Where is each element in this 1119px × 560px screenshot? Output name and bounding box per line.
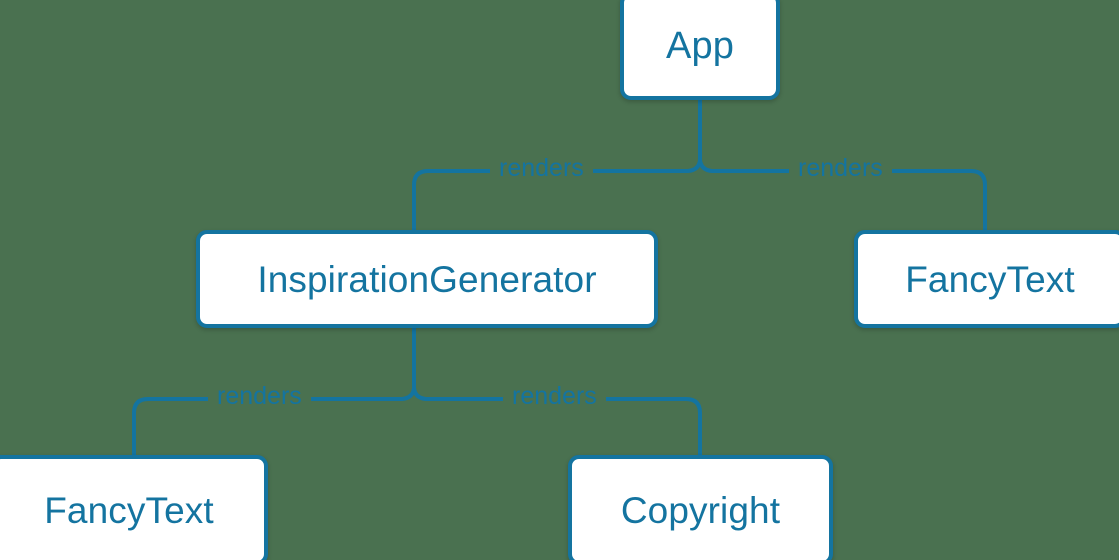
node-app-label: App	[666, 25, 734, 67]
node-fancytext-right-label: FancyText	[905, 258, 1075, 300]
node-copyright[interactable]: Copyright	[568, 455, 833, 560]
edge-label-app-to-fancytext: renders	[789, 156, 892, 181]
node-inspiration-generator[interactable]: InspirationGenerator	[196, 230, 658, 328]
node-inspiration-generator-label: InspirationGenerator	[257, 258, 597, 300]
node-app[interactable]: App	[620, 0, 780, 100]
edge-label-inspiration-to-copyright: renders	[503, 384, 606, 409]
node-fancytext-right[interactable]: FancyText	[854, 230, 1119, 328]
node-copyright-label: Copyright	[620, 489, 781, 531]
edge-label-app-to-inspiration: renders	[490, 156, 593, 181]
node-fancytext-bottom-label: FancyText	[44, 489, 214, 531]
node-fancytext-bottom[interactable]: FancyText	[0, 455, 268, 560]
edge-label-inspiration-to-fancytext: renders	[208, 384, 311, 409]
